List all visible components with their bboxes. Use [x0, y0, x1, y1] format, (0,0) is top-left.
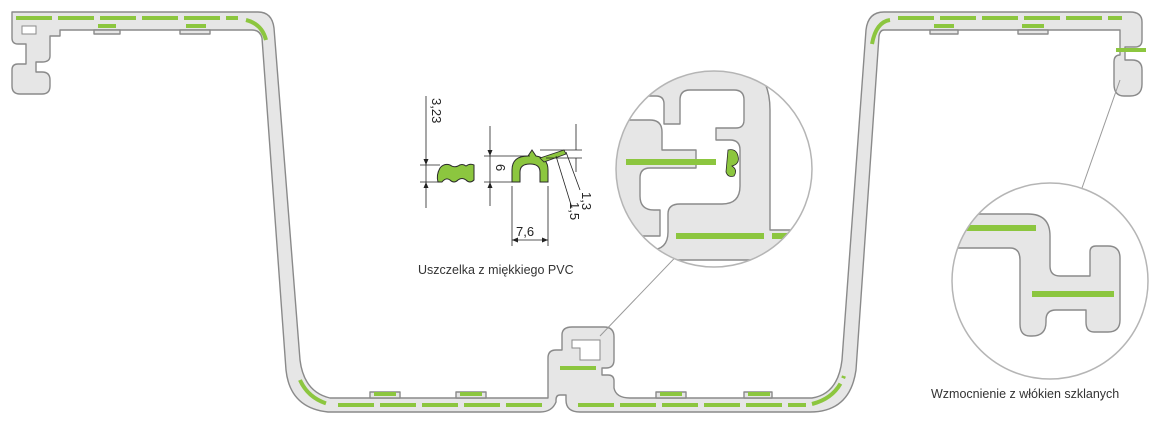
fiberglass-detail-magnifier	[951, 182, 1149, 380]
dim-seal-b-lip-2: 1,5	[567, 202, 582, 220]
interlock-detail-magnifier	[615, 70, 813, 268]
leader-line-glass-detail	[1081, 79, 1121, 189]
dim-seal-a-height: 3,23	[429, 98, 444, 123]
seal-caption: Uszczelka z miękkiego PVC	[418, 263, 574, 277]
fiberglass-caption: Wzmocnienie z włókien szklanych	[931, 387, 1120, 401]
seal-profile-small: 3,23	[420, 96, 475, 208]
fiberglass-strips	[16, 16, 1146, 407]
seal-profile-large: 6 7,6 1,3 1,5	[484, 124, 594, 246]
dim-seal-b-height: 6	[493, 164, 508, 171]
dim-seal-b-lip-1: 1,3	[579, 192, 594, 210]
dim-seal-b-width: 7,6	[516, 224, 534, 239]
sheet-pile-profile	[11, 11, 1143, 413]
